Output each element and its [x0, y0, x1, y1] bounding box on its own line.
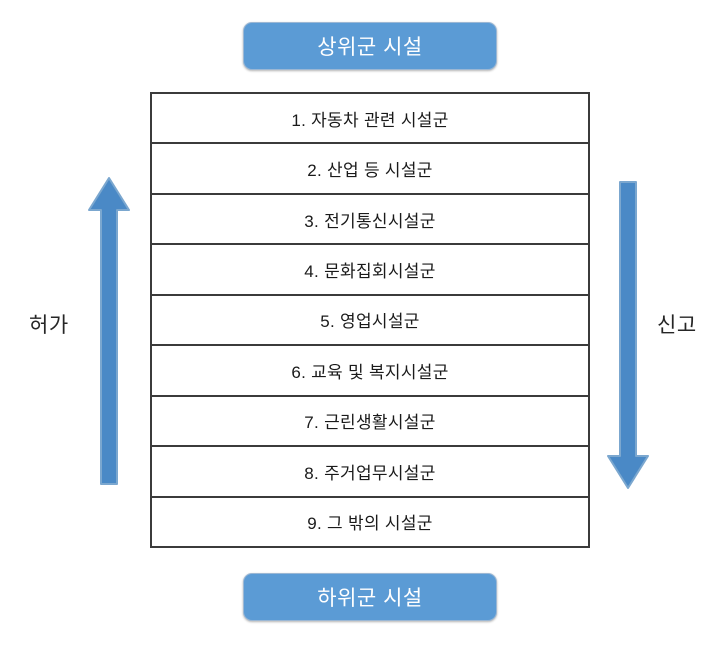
- facility-row-label: 2. 산업 등 시설군: [307, 161, 433, 181]
- table-row: 1. 자동차 관련 시설군: [152, 94, 588, 145]
- arrow-down-icon: [606, 180, 650, 490]
- table-row: 2. 산업 등 시설군: [152, 144, 588, 195]
- top-badge-label: 상위군 시설: [317, 36, 423, 59]
- table-row: 3. 전기통신시설군: [152, 194, 588, 246]
- facility-row-label: 9. 그 밖의 시설군: [307, 514, 433, 534]
- table-row: 4. 문화집회시설군: [152, 245, 588, 296]
- left-arrow-label: 허가: [29, 314, 69, 337]
- facility-row-label: 3. 전기통신시설군: [304, 211, 436, 231]
- bottom-badge: 하위군 시설: [243, 573, 497, 621]
- facility-row-label: 5. 영업시설군: [320, 312, 420, 332]
- facility-group-table: 1. 자동차 관련 시설군 2. 산업 등 시설군 3. 전기통신시설군 4. …: [150, 92, 590, 548]
- facility-row-label: 4. 문화집회시설군: [304, 262, 436, 282]
- table-row: 9. 그 밖의 시설군: [152, 497, 588, 546]
- table-row: 6. 교육 및 복지시설군: [152, 346, 588, 397]
- facility-row-label: 1. 자동차 관련 시설군: [291, 110, 449, 130]
- facility-row-label: 7. 근린생활시설군: [304, 413, 436, 433]
- arrow-up-icon: [87, 176, 131, 486]
- bottom-badge-label: 하위군 시설: [317, 587, 423, 610]
- top-badge: 상위군 시설: [243, 22, 497, 70]
- table-row: 7. 근린생활시설군: [152, 396, 588, 448]
- right-arrow-label: 신고: [657, 314, 697, 337]
- table-row: 5. 영업시설군: [152, 295, 588, 347]
- facility-row-label: 8. 주거업무시설군: [304, 463, 436, 483]
- table-row: 8. 주거업무시설군: [152, 447, 588, 498]
- facility-row-label: 6. 교육 및 복지시설군: [291, 362, 449, 382]
